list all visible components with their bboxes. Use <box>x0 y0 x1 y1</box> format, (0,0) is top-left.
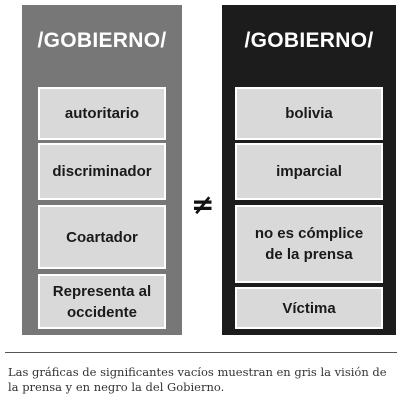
press-panel-title: /GOBIERNO/ <box>37 29 167 52</box>
press-term-label: autoritario <box>64 105 140 122</box>
caption-divider <box>5 352 397 353</box>
press-term-box: autoritario <box>38 87 166 140</box>
government-term-label: imparcial <box>276 163 342 180</box>
government-term-box: no es cómplice de la prensa <box>235 205 383 283</box>
not-equal-symbol: ≠ <box>191 188 215 221</box>
government-term-label: bolivia <box>285 105 333 122</box>
government-term-label: no es cómplice de la prensa <box>254 225 364 263</box>
press-term-box: Representa al occidente <box>38 274 166 329</box>
press-term-label: Representa al occidente <box>52 282 152 321</box>
press-term-box: Coartador <box>38 205 166 269</box>
government-panel-title: /GOBIERNO/ <box>244 29 374 52</box>
press-term-label: Coartador <box>66 228 138 246</box>
press-view-panel: /GOBIERNO/ autoritario discriminador Coa… <box>22 5 182 335</box>
government-view-panel: /GOBIERNO/ bolivia imparcial no es cómpl… <box>222 5 396 335</box>
press-term-label: discriminador <box>52 163 152 180</box>
figure-caption: Las gráficas de significantes vacíos mue… <box>8 365 387 394</box>
government-term-label: Víctima <box>282 299 336 317</box>
government-term-box: bolivia <box>235 87 383 140</box>
press-term-box: discriminador <box>38 143 166 200</box>
government-term-box: Víctima <box>235 287 383 329</box>
government-term-box: imparcial <box>235 143 383 200</box>
